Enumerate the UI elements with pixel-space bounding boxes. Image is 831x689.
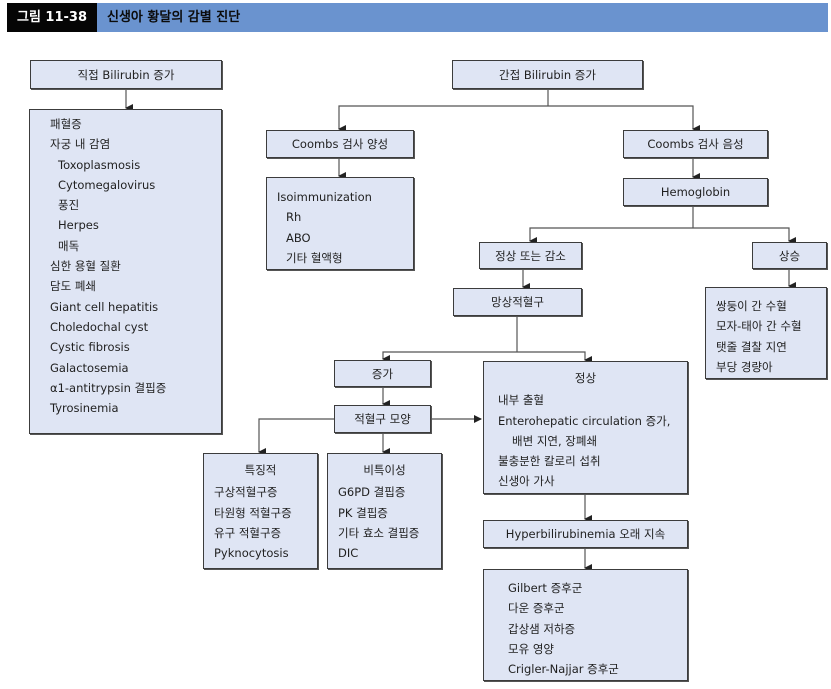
cause-item: Rh <box>286 210 302 225</box>
prolonged-label: Hyperbilirubinemia 오래 지속 <box>505 527 666 541</box>
specific-title: 특징적 <box>244 463 277 477</box>
cause-item: 패혈증 <box>50 117 82 131</box>
figure-number: 그림 11-38 <box>7 3 97 32</box>
coombs-negative-label: Coombs 검사 음성 <box>647 137 744 151</box>
hemoglobin-label: Hemoglobin <box>660 185 731 199</box>
cause-item: 쌍둥이 간 수혈 <box>716 299 787 313</box>
arrow-to-coombs-neg <box>548 105 700 133</box>
cause-item: Herpes <box>58 218 99 233</box>
direct-bilirubin-label: 직접 Bilirubin 증가 <box>77 67 175 82</box>
prolonged-causes-box: Gilbert 증후군 다운 증후군 갑상샘 저하증 모유 영양 Crigler… <box>483 569 688 681</box>
cause-item: 탯줄 결찰 지연 <box>716 339 787 354</box>
cause-item: 불충분한 칼로리 섭취 <box>498 454 601 469</box>
normal-or-low-box: 정상 또는 감소 <box>479 242 582 269</box>
cause-item: Crigler-Najjar 증후군 <box>508 662 619 677</box>
cause-item: 심한 용혈 질환 <box>50 259 121 274</box>
cause-item: 매독 <box>58 238 80 253</box>
cause-item: α1-antitrypsin 결핍증 <box>50 380 167 395</box>
cause-item: Cystic fibrosis <box>50 340 130 355</box>
cause-item: Gilbert 증후군 <box>508 581 583 595</box>
reticulocyte-label: 망상적혈구 <box>491 295 544 309</box>
specific-box: 특징적 구상적혈구증 타원형 적혈구증 유구 적혈구증 Pyknocytosis <box>203 453 318 569</box>
cause-item: 기타 혈액형 <box>286 250 343 265</box>
cause-item: Choledochal cyst <box>50 319 149 334</box>
high-label: 상승 <box>778 248 801 263</box>
cause-item: 풍진 <box>58 198 80 213</box>
cause-item: Giant cell hepatitis <box>50 299 159 314</box>
cause-item: Isoimmunization <box>277 190 372 204</box>
cause-item: Cytomegalovirus <box>58 177 156 192</box>
normal-or-low-label: 정상 또는 감소 <box>495 248 566 263</box>
cause-item: 모자-태아 간 수혈 <box>716 319 802 334</box>
arrow-to-increased <box>382 351 517 363</box>
cause-item: 담도 폐쇄 <box>50 279 96 294</box>
cause-item: G6PD 결핍증 <box>338 485 406 500</box>
cause-item: 자궁 내 감염 <box>50 137 111 152</box>
nonspecific-box: 비특이성 G6PD 결핍증 PK 결핍증 기타 효소 결핍증 DIC <box>327 453 442 569</box>
cause-item: 부당 경량아 <box>716 359 773 374</box>
cause-item: 다운 증후군 <box>508 601 565 616</box>
cause-item: ABO <box>286 230 311 245</box>
coombs-positive-box: Coombs 검사 양성 <box>266 130 414 158</box>
arrow-rbc-to-specific <box>258 418 334 456</box>
cause-item: 내부 출혈 <box>498 393 544 408</box>
cause-item: 구상적혈구증 <box>214 485 278 500</box>
high-box: 상승 <box>752 242 827 269</box>
indirect-bilirubin-label: 간접 Bilirubin 증가 <box>499 67 596 82</box>
cause-item: Tyrosinemia <box>50 401 119 416</box>
arrow-to-normal <box>517 351 592 364</box>
cause-item: 기타 효소 결핍증 <box>338 525 420 540</box>
cause-item: 배변 지연, 장폐쇄 <box>512 433 598 448</box>
coombs-positive-label: Coombs 검사 양성 <box>291 137 389 151</box>
prolonged-box: Hyperbilirubinemia 오래 지속 <box>483 520 688 548</box>
cause-item: 타원형 적혈구증 <box>214 505 292 520</box>
cause-item: Pyknocytosis <box>214 546 289 561</box>
figure-title: 신생아 황달의 감별 진단 <box>97 3 828 32</box>
direct-bilirubin-box: 직접 Bilirubin 증가 <box>30 60 222 89</box>
normal-title: 정상 <box>574 371 597 385</box>
arrow-to-high <box>693 227 796 245</box>
cause-item: Galactosemia <box>50 360 129 375</box>
rbc-morphology-box: 적혈구 모양 <box>334 405 431 433</box>
high-causes-box: 쌍둥이 간 수혈 모자-태아 간 수혈 탯줄 결찰 지연 부당 경량아 <box>705 287 827 379</box>
cause-item: Enterohepatic circulation 증가, <box>498 413 671 428</box>
increased-label: 증가 <box>371 366 394 381</box>
direct-causes-box: 패혈증 자궁 내 감염 Toxoplasmosis Cytomegaloviru… <box>29 109 222 434</box>
normal-box: 정상 내부 출혈 Enterohepatic circulation 증가, 배… <box>483 361 688 494</box>
reticulocyte-box: 망상적혈구 <box>453 288 582 316</box>
rbc-morphology-label: 적혈구 모양 <box>354 412 411 426</box>
cause-item: DIC <box>338 546 359 561</box>
cause-item: Toxoplasmosis <box>58 157 141 172</box>
indirect-bilirubin-box: 간접 Bilirubin 증가 <box>452 60 643 89</box>
coombs-negative-box: Coombs 검사 음성 <box>623 130 768 158</box>
cause-item: 갑상샘 저하증 <box>508 621 576 636</box>
cause-item: 신생아 가사 <box>498 474 555 489</box>
arrow-to-coombs-pos <box>338 105 548 133</box>
hemoglobin-box: Hemoglobin <box>623 178 768 206</box>
cause-item: 유구 적혈구증 <box>214 525 282 540</box>
cause-item: 모유 영양 <box>508 641 554 656</box>
isoimmunization-box: Isoimmunization Rh ABO 기타 혈액형 <box>266 177 414 270</box>
nonspecific-title: 비특이성 <box>363 463 406 477</box>
arrow-to-normal-low <box>529 227 693 245</box>
increased-box: 증가 <box>334 360 431 387</box>
cause-item: PK 결핍증 <box>338 505 388 520</box>
